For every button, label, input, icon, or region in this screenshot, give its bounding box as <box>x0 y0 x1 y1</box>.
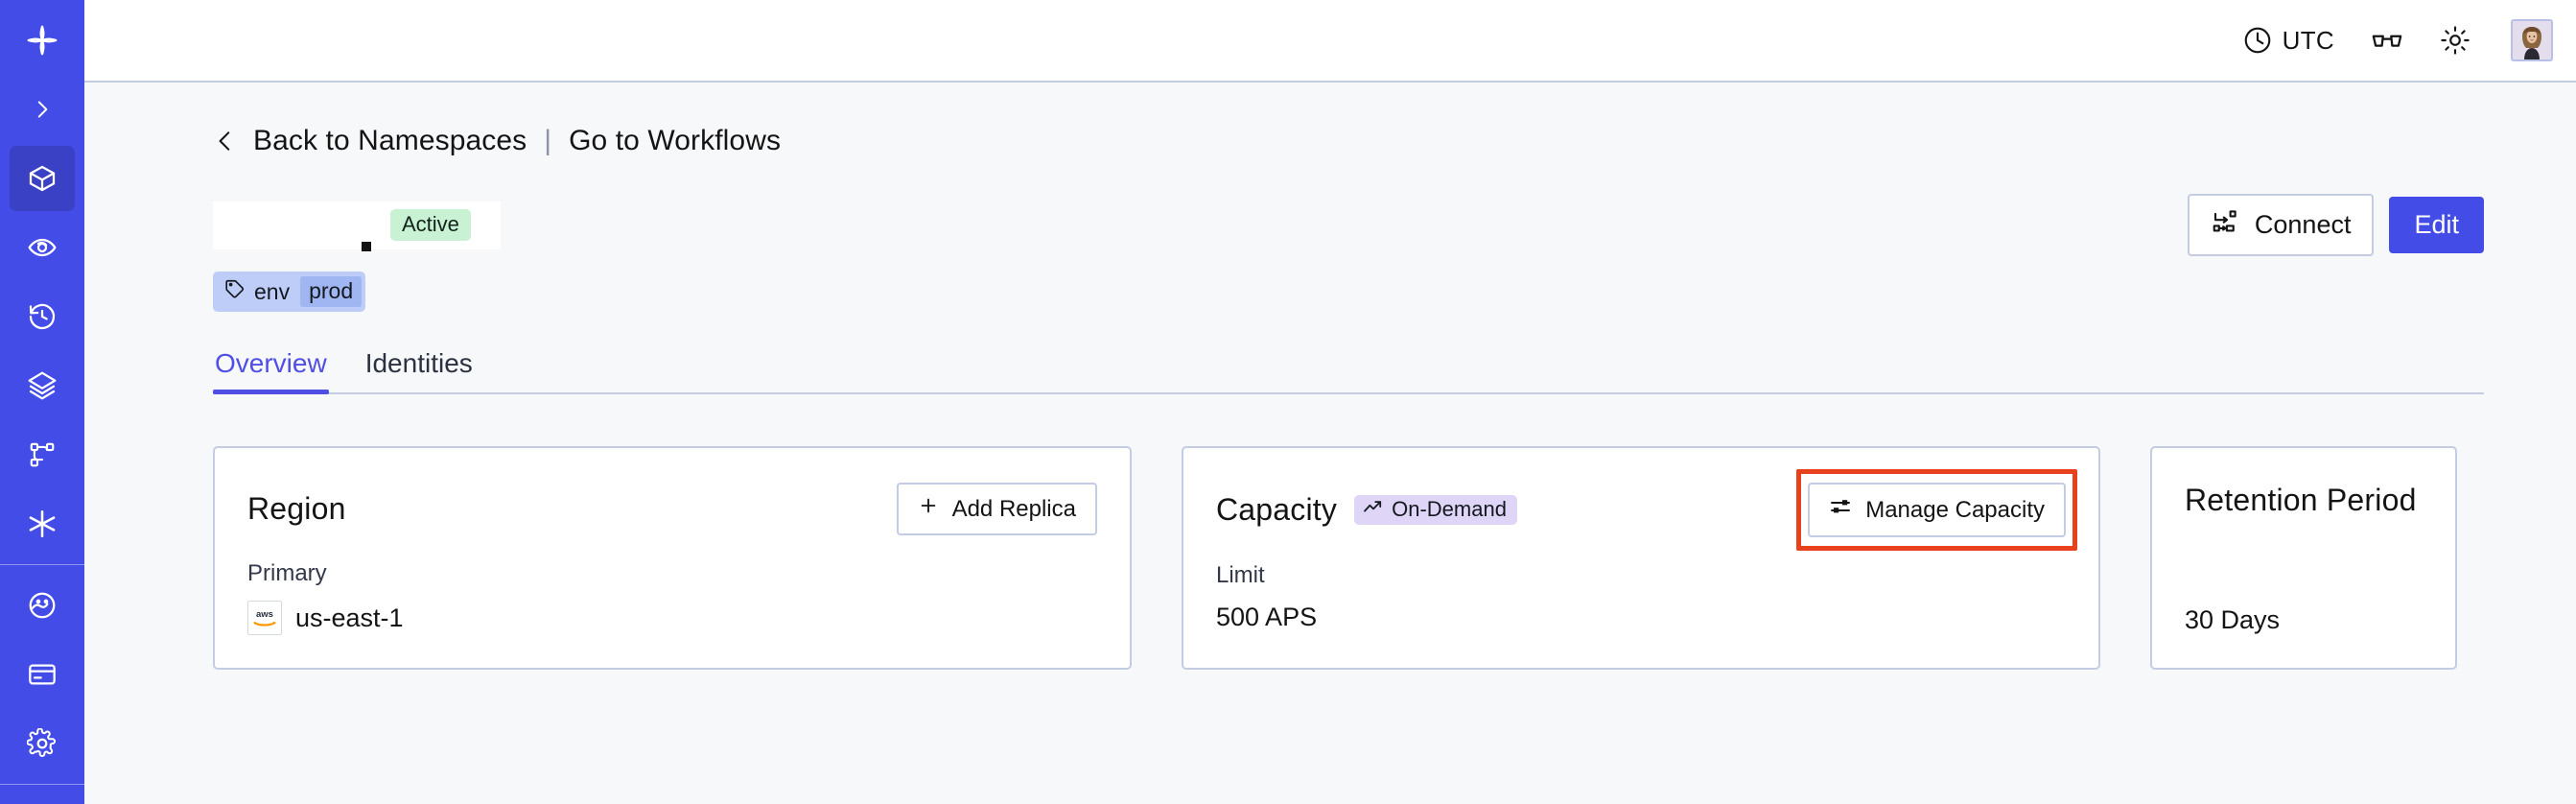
edit-button[interactable]: Edit <box>2389 197 2484 253</box>
sidebar-logo[interactable] <box>10 8 75 73</box>
plus-icon <box>918 495 939 523</box>
breadcrumb-workflows-link[interactable]: Go to Workflows <box>569 125 782 156</box>
connect-button[interactable]: Connect <box>2187 194 2375 256</box>
title-truncation-dot <box>362 241 371 251</box>
capacity-card-action: Manage Capacity <box>1796 469 2077 551</box>
sidebar-item-settings[interactable] <box>10 711 75 776</box>
page-content: Back to Namespaces | Go to Workflows Act… <box>84 83 2576 804</box>
sidebar-item-workers[interactable] <box>10 422 75 487</box>
capacity-value: 500 APS <box>1216 603 1318 631</box>
trending-up-icon <box>1363 499 1384 520</box>
primary-sidebar <box>0 0 84 804</box>
tag-chip-env[interactable]: env prod <box>213 272 366 312</box>
region-card-title: Region <box>247 491 346 526</box>
manage-capacity-button[interactable]: Manage Capacity <box>1808 483 2066 537</box>
breadcrumb: Back to Namespaces | Go to Workflows <box>213 125 2484 157</box>
retention-card-title: Retention Period <box>2185 483 2417 517</box>
svg-text:aws: aws <box>256 609 273 620</box>
avatar[interactable] <box>2511 19 2553 61</box>
layers-icon <box>27 370 58 401</box>
top-header-bar: UTC <box>84 0 2576 83</box>
capacity-mode-label: On-Demand <box>1392 497 1507 521</box>
connect-flow-icon <box>2211 207 2239 243</box>
sidebar-item-nexus[interactable] <box>10 491 75 556</box>
chevron-left-icon[interactable] <box>213 126 238 156</box>
asterisk-icon <box>26 508 59 540</box>
sidebar-item-schedules[interactable] <box>10 284 75 349</box>
gear-icon <box>27 728 58 759</box>
capacity-value-row: 500 APS <box>1216 603 2066 632</box>
header-actions: Connect Edit <box>2187 194 2484 256</box>
add-replica-label: Add Replica <box>951 495 1076 522</box>
sidebar-divider-1 <box>0 564 84 565</box>
sliders-icon <box>1829 495 1852 525</box>
region-primary-label: Primary <box>247 560 327 586</box>
capacity-mode-badge: On-Demand <box>1354 495 1517 525</box>
sidebar-item-namespaces[interactable] <box>10 146 75 211</box>
namespace-title-row: Active Connect <box>213 194 2484 256</box>
theme-toggle-button[interactable] <box>2440 25 2471 56</box>
add-replica-button[interactable]: Add Replica <box>896 483 1097 535</box>
timezone-control[interactable]: UTC <box>2242 25 2334 56</box>
tab-identities[interactable]: Identities <box>364 348 473 378</box>
sidebar-item-observability[interactable] <box>10 215 75 280</box>
region-card-header: Region Add Replica <box>247 483 1097 535</box>
focus-mode-button[interactable] <box>2371 24 2403 57</box>
region-value: us-east-1 <box>295 603 404 632</box>
aws-logo-icon: aws <box>247 601 282 635</box>
retention-value: 30 Days <box>2185 605 2281 634</box>
sun-icon <box>2440 25 2471 56</box>
eye-icon <box>27 232 58 263</box>
glasses-icon <box>2371 24 2403 57</box>
sidebar-divider-2 <box>0 784 84 785</box>
tag-key: env <box>254 278 291 304</box>
globe-compass-icon <box>27 590 58 621</box>
connect-button-label: Connect <box>2254 210 2352 239</box>
region-card-action: Add Replica <box>896 483 1097 535</box>
workflow-nodes-icon <box>28 440 57 469</box>
chevron-right-icon <box>30 97 55 122</box>
namespace-tags: env prod <box>213 272 2484 312</box>
region-value-row: aws us-east-1 <box>247 601 1097 635</box>
overview-cards: Region Add Replica Primary <box>213 446 2484 670</box>
cube-icon <box>27 163 58 194</box>
sidebar-item-expand-sidebar[interactable] <box>10 77 75 142</box>
retention-period-card: Retention Period 30 Days <box>2150 446 2457 670</box>
clock-icon <box>2242 25 2273 56</box>
manage-capacity-label: Manage Capacity <box>1865 496 2045 523</box>
sidebar-item-usage[interactable] <box>10 573 75 638</box>
breadcrumb-separator: | <box>544 125 552 156</box>
region-card: Region Add Replica Primary <box>213 446 1132 670</box>
tag-icon <box>224 278 246 305</box>
tab-overview[interactable]: Overview <box>213 348 329 394</box>
sparkle-star-logo-icon <box>26 24 59 57</box>
capacity-card-header: Capacity On-Demand <box>1216 469 2077 551</box>
sidebar-item-batch-operations[interactable] <box>10 353 75 418</box>
tab-bar: Overview Identities <box>213 348 2484 394</box>
timezone-label: UTC <box>2282 25 2334 55</box>
retention-card-header: Retention Period <box>2185 483 2423 518</box>
user-avatar-image <box>2513 21 2551 59</box>
history-clock-icon <box>27 301 58 332</box>
sidebar-item-help[interactable] <box>10 789 75 804</box>
capacity-card: Capacity On-Demand <box>1182 446 2100 670</box>
capacity-card-title: Capacity <box>1216 492 1338 527</box>
credit-card-icon <box>27 659 58 690</box>
status-badge: Active <box>390 209 471 241</box>
capacity-limit-label: Limit <box>1216 562 1265 588</box>
main-area: UTC <box>84 0 2576 804</box>
breadcrumb-back-link[interactable]: Back to Namespaces <box>253 125 527 156</box>
tag-value: prod <box>300 276 363 307</box>
sidebar-item-billing[interactable] <box>10 642 75 707</box>
